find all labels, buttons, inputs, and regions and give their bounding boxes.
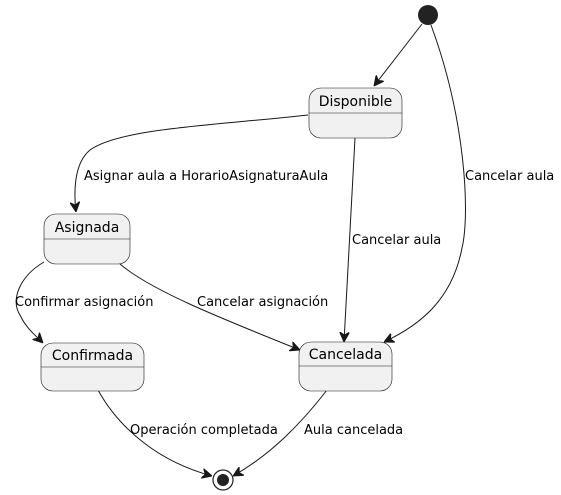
- edge-disponible-to-asignada: [75, 114, 309, 212]
- edge-confirmada-to-end: [97, 389, 212, 476]
- state-disponible-label: Disponible: [319, 94, 393, 110]
- state-cancelada: Cancelada: [298, 341, 393, 392]
- state-confirmada-label: Confirmada: [52, 348, 133, 364]
- state-disponible: Disponible: [308, 87, 403, 139]
- edge-cancelada-to-end: [233, 389, 328, 476]
- edge-start-to-cancelada: [384, 24, 466, 342]
- label-confirmada-to-end: Operación completada: [130, 423, 278, 438]
- label-cancelada-to-end: Aula cancelada: [304, 423, 403, 438]
- label-start-to-cancelada: Cancelar aula: [465, 169, 554, 184]
- edge-asignada-to-confirmada: [15, 261, 45, 343]
- initial-state: [418, 5, 438, 25]
- label-asignada-to-confirmada: Confirmar asignación: [15, 295, 153, 310]
- label-disponible-to-asignada: Asignar aula a HorarioAsignaturaAula: [84, 169, 328, 184]
- state-cancelada-label: Cancelada: [309, 347, 382, 363]
- final-state: [212, 469, 234, 491]
- label-asignada-to-cancelada: Cancelar asignación: [197, 295, 328, 310]
- state-asignada: Asignada: [43, 213, 131, 265]
- edge-start-to-disponible: [374, 23, 423, 86]
- state-confirmada: Confirmada: [40, 342, 145, 392]
- edge-disponible-to-cancelada: [344, 137, 356, 342]
- edge-asignada-to-cancelada: [119, 263, 300, 350]
- state-asignada-label: Asignada: [55, 220, 120, 236]
- label-disponible-to-cancelada: Cancelar aula: [352, 233, 441, 248]
